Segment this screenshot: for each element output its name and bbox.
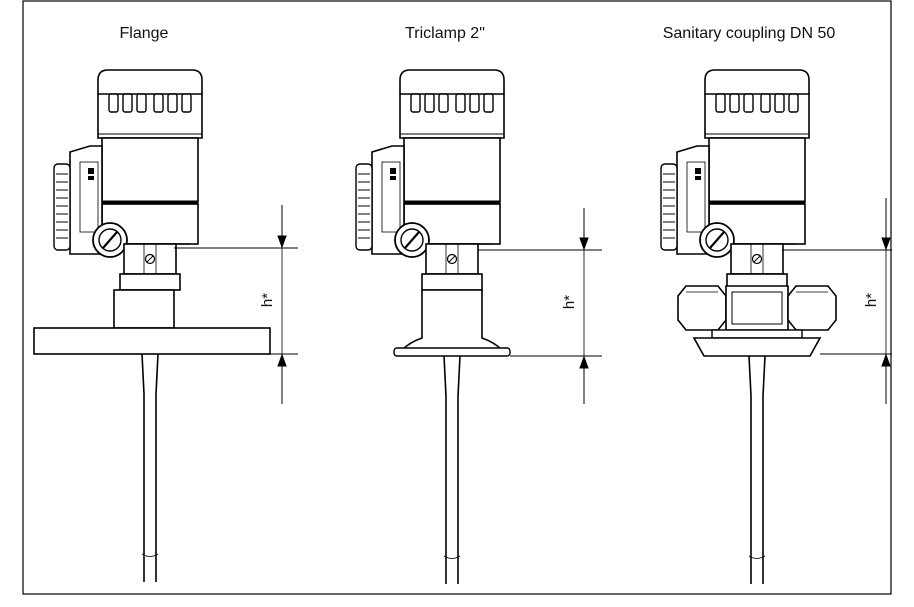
sanitary-coupling-nut — [677, 285, 837, 331]
triclamp-variant: Triclamp 2" h* — [354, 25, 602, 585]
sanitary-h-label: h* — [863, 293, 880, 307]
sanitary-cone — [692, 337, 822, 357]
sanitary-seal — [711, 329, 803, 339]
flange-h-label: h* — [259, 293, 276, 307]
flange-plate — [33, 327, 271, 355]
flange-title: Flange — [120, 25, 169, 42]
flange-dimension — [174, 205, 298, 404]
triclamp-dimension — [478, 208, 602, 404]
triclamp-h-label: h* — [561, 295, 578, 309]
sanitary-variant: Sanitary coupling DN 50 h* — [659, 25, 892, 585]
triclamp-title: Triclamp 2" — [405, 25, 485, 42]
sanitary-dimension — [782, 198, 892, 404]
technical-drawing: Flange h* Triclamp 2" — [22, 0, 892, 595]
flange-variant: Flange h* — [33, 25, 298, 583]
triclamp-ferrule — [393, 347, 511, 357]
flange-neck — [113, 289, 175, 329]
sanitary-title: Sanitary coupling DN 50 — [663, 25, 836, 42]
